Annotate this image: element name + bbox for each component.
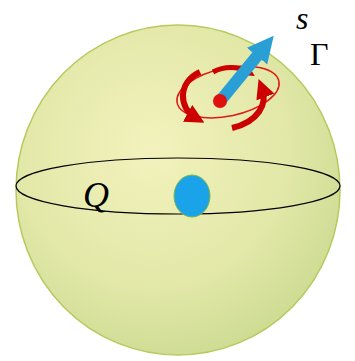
- loop-label: Γ: [310, 38, 329, 70]
- charge-label: Q: [83, 177, 109, 213]
- spin-dot: [213, 94, 227, 108]
- rotation-arrow: [232, 88, 264, 128]
- charge-dot: [174, 175, 210, 217]
- sphere: [16, 25, 340, 355]
- spin-arrow: [221, 50, 262, 100]
- spin-label: s: [296, 2, 308, 34]
- rotation-arrow: [183, 72, 200, 118]
